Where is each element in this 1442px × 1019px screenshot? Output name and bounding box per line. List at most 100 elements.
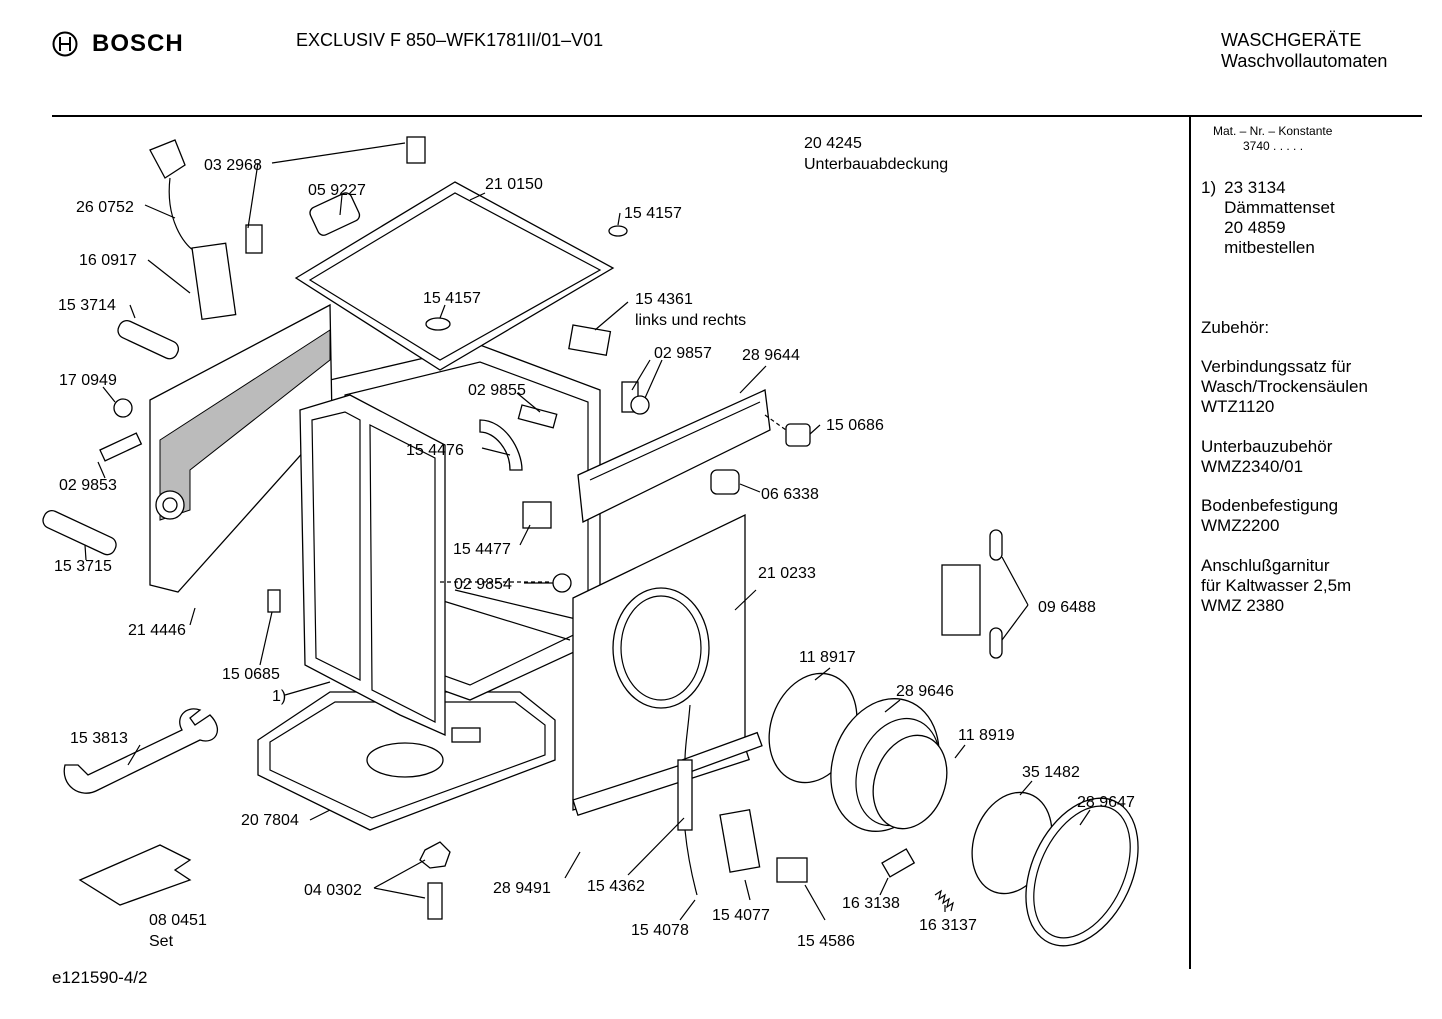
bosch-logo-icon [52,31,78,57]
part-label: 15 4361 [635,291,693,308]
part-label: 15 4077 [712,907,770,924]
subcategory-title: Waschvollautomaten [1221,51,1388,71]
door-glass [872,734,948,830]
accessory-line: WTZ1120 [1201,397,1275,416]
knob-02-9857 [630,395,650,415]
category-title: WASCHGERÄTE [1221,30,1362,50]
accessory-line: für Kaltwasser 2,5m [1201,576,1352,595]
part-label: 02 9854 [454,576,512,593]
mat-nr-block: Mat. – Nr. – Konstante 3740 . . . . . [1213,124,1332,154]
part-label: 15 4157 [423,290,481,307]
part-label: 06 6338 [761,486,819,503]
part-label: 15 3714 [58,297,116,314]
window-06-6338 [710,469,740,495]
spring-icon [934,889,954,912]
part-label: 17 0949 [59,372,117,389]
grommet [113,398,133,418]
part-label: 05 9227 [308,182,366,199]
hinge-block [568,324,612,356]
part-label: 02 9853 [59,477,117,494]
bolt-icon [427,882,443,920]
note-text: mitbestellen [1224,238,1315,257]
accessory-line: Anschlußgarnitur [1201,556,1330,575]
hinge-bracket [941,564,981,636]
note-name: Dämmattenset [1224,198,1335,217]
note-block: 1) 23 3134 Dämmattenset 20 4859 mitbeste… [1201,178,1335,258]
part-label: 02 9855 [468,382,526,399]
note-part2: 20 4859 [1224,218,1286,237]
hinge-part [719,809,761,873]
exploded-parts-diagram: 03 2968 26 0752 16 0917 15 3714 17 0949 … [42,135,1139,950]
part-label: 35 1482 [1022,764,1080,781]
note-marker: 1) [1201,178,1217,197]
part-label: 15 4476 [406,442,464,459]
accessory-line: WMZ2200 [1201,516,1280,535]
accessory-item: Verbindungssatz für Wasch/Trockensäulen … [1201,357,1368,417]
plug-cap-2 [425,317,451,331]
plug-cap [608,225,628,237]
part-label: 16 3138 [842,895,900,912]
part-label: 09 6488 [1038,599,1096,616]
lamp-cable [684,704,698,896]
accessory-line: Wasch/Trockensäulen [1201,377,1368,396]
part-label: 21 0150 [485,176,543,193]
part-label: 11 8917 [799,649,856,666]
leader-lines [84,142,1091,921]
part-label: 28 9491 [493,880,551,897]
dowel-top [989,529,1003,561]
accessory-line: Unterbauzubehör [1201,437,1333,456]
accessory-line: Verbindungssatz für [1201,357,1352,376]
note-part: 23 3134 [1224,178,1286,197]
part-label: 28 9647 [1077,794,1135,811]
part-label: 03 2968 [204,157,262,174]
grommet-02-9854 [552,573,572,593]
part-label: 26 0752 [76,199,134,216]
part-label: 28 9646 [896,683,954,700]
accessory-line: Bodenbefestigung [1201,496,1339,515]
rear-panel [149,303,333,593]
accessory-item: Anschlußgarnitur für Kaltwasser 2,5m WMZ… [1201,556,1351,616]
drawing-id: e121590-4/2 [52,968,148,987]
part-label: 15 0685 [222,666,280,683]
part-label: 28 9644 [742,347,800,364]
spanner-icon [63,708,219,794]
part-label: 21 4446 [128,622,186,639]
shipping-clamp [78,844,192,906]
bracket-02-9855 [517,404,558,429]
top-lid [294,181,615,371]
side-panel [299,394,446,737]
part-label: 21 0233 [758,565,816,582]
clip-15-0686 [785,423,811,447]
part-label: 15 0686 [826,417,884,434]
header-divider [52,115,1422,117]
part-label: links und rechts [635,312,746,329]
mat-nr-label: Mat. – Nr. – Konstante [1213,124,1333,138]
model-title: EXCLUSIV F 850–WFK1781II/01–V01 [296,30,604,50]
accessories-title: Zubehör: [1201,318,1270,337]
accessory-line: WMZ 2380 [1201,596,1285,615]
brand-block: BOSCH [52,30,184,58]
sidebar-divider [1189,117,1191,969]
part-label: 15 3715 [54,558,112,575]
part-label: 11 8919 [958,727,1015,744]
part-label: 15 3813 [70,730,128,747]
control-rail [577,389,771,523]
part-label: 08 0451 [149,912,207,929]
cable-clamp [191,242,237,321]
dowel-bottom [989,627,1003,659]
part-label: 16 3137 [919,917,977,934]
part-label: 1) [272,688,286,705]
accessory-item: Bodenbefestigung WMZ2200 [1201,496,1338,536]
lamp-rod [677,759,693,831]
lock-part [776,857,808,883]
nut-icon [419,841,451,869]
part-label: 15 4157 [624,205,682,222]
part-label: 20 4245 [804,135,862,152]
hose-bracket [479,419,523,471]
door-outer-ring [1025,797,1139,947]
switch-15-0685 [267,589,281,613]
inlet-valve [117,319,180,360]
bracket-03-2968 [406,136,426,164]
accessory-item: Unterbauzubehör WMZ2340/01 [1201,437,1332,477]
part-label: 15 4586 [797,933,855,950]
